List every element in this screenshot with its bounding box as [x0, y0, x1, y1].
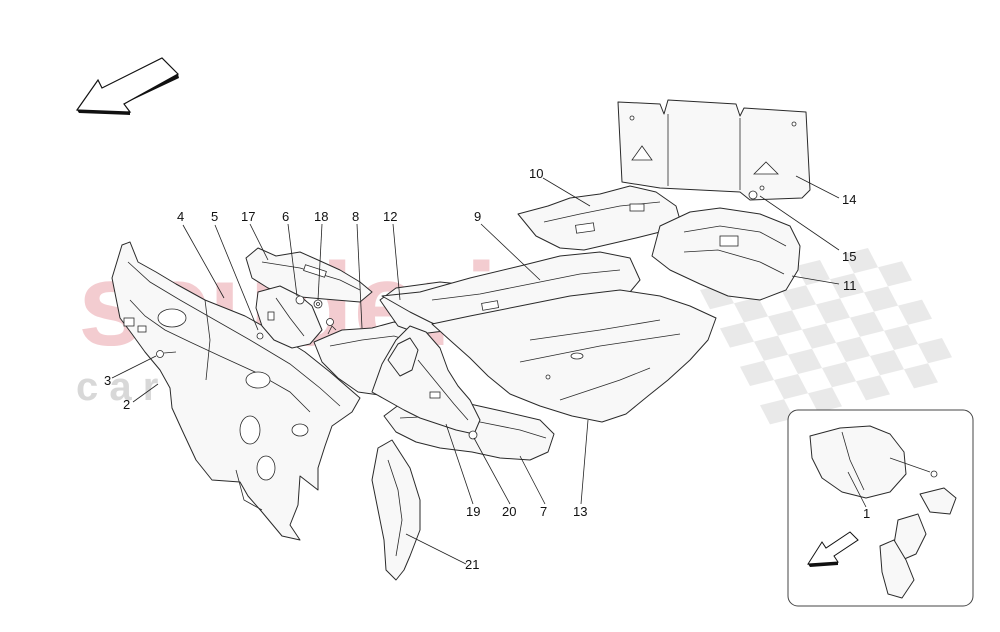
callout-9: 9 — [474, 209, 481, 224]
checker-square — [850, 311, 884, 337]
checker-square — [782, 285, 816, 311]
part-21-side-trim — [371, 439, 421, 581]
checker-square — [856, 375, 890, 401]
part-19-tunnel-bracket — [371, 325, 481, 435]
callout-labels: 1 2 3 4 5 6 7 8 9 10 11 12 13 14 15 17 1… — [104, 166, 870, 572]
checker-square — [830, 273, 864, 299]
checker-square — [774, 374, 808, 400]
part-13-rear-floor-carpet — [431, 289, 717, 423]
callout-6: 6 — [282, 209, 289, 224]
part-2-bulkhead-insulation — [111, 241, 361, 541]
watermark-checker-flag — [700, 248, 952, 425]
callout-10: 10 — [529, 166, 543, 181]
callout-19: 19 — [466, 504, 480, 519]
callout-8: 8 — [352, 209, 359, 224]
part-6-dash-insert — [255, 285, 323, 349]
callout-5: 5 — [211, 209, 218, 224]
checker-square — [796, 260, 830, 286]
callout-21: 21 — [465, 557, 479, 572]
checker-square — [808, 387, 842, 413]
checker-square — [822, 362, 856, 388]
checker-square — [734, 297, 768, 323]
part-18-fastener — [313, 299, 323, 309]
checker-square — [904, 363, 938, 389]
callout-20: 20 — [502, 504, 516, 519]
callout-11: 11 — [843, 278, 857, 293]
callout-18: 18 — [314, 209, 328, 224]
checker-square — [720, 322, 754, 348]
inset-detail-box — [787, 409, 974, 607]
part-15-clip — [748, 190, 758, 200]
inset-front-direction-arrow-icon — [807, 531, 859, 567]
part-5-fastener — [256, 332, 264, 340]
checker-square — [760, 399, 794, 425]
callout-14: 14 — [842, 192, 856, 207]
checker-square — [788, 348, 822, 374]
checker-square — [878, 261, 912, 287]
checker-square — [740, 360, 774, 386]
callout-1: 1 — [863, 506, 870, 521]
callout-15: 15 — [842, 249, 856, 264]
callout-3: 3 — [104, 373, 111, 388]
front-direction-arrow-icon — [75, 57, 179, 115]
checker-square — [754, 335, 788, 361]
checker-square — [898, 299, 932, 325]
checker-square — [918, 338, 952, 364]
checker-square — [802, 323, 836, 349]
callout-17: 17 — [241, 209, 255, 224]
checker-square — [844, 248, 878, 274]
callout-2: 2 — [123, 397, 130, 412]
checker-square — [864, 286, 898, 312]
checker-square — [884, 324, 918, 350]
part-14-rear-bulkhead-insulation — [617, 99, 811, 201]
callout-4: 4 — [177, 209, 184, 224]
callout-12: 12 — [383, 209, 397, 224]
checker-square — [870, 350, 904, 376]
checker-square — [816, 298, 850, 324]
callout-7: 7 — [540, 504, 547, 519]
part-10-rear-footwell-panel — [517, 185, 681, 251]
callout-13: 13 — [573, 504, 587, 519]
part-20-clip — [468, 430, 478, 440]
part-1-pedal-box-insulation — [809, 425, 957, 599]
checker-square — [836, 336, 870, 362]
part-11-rear-floor-tray — [651, 207, 801, 301]
leader-lines — [111, 175, 867, 565]
checker-square — [768, 310, 802, 336]
